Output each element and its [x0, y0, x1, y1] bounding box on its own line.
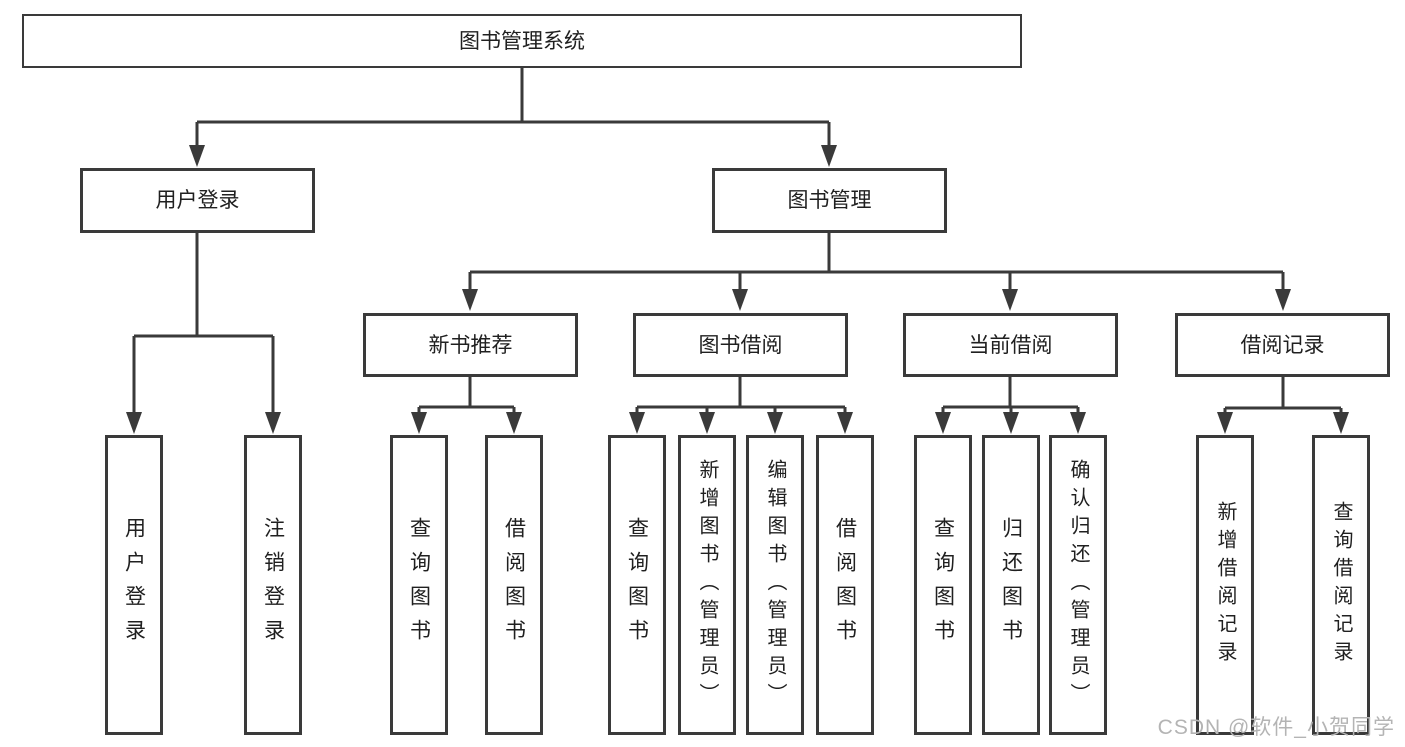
node-label: 新书推荐: [428, 333, 513, 357]
arrowhead: [837, 412, 853, 434]
leaf-query-books-borrowing: 查询图书: [608, 435, 666, 735]
leaf-edit-books-admin: 编辑图书（管理员）: [746, 435, 804, 735]
arrowhead: [821, 145, 837, 167]
arrowhead: [189, 145, 205, 167]
arrowhead: [265, 412, 281, 434]
arrowhead: [1275, 289, 1291, 311]
arrowhead: [1070, 412, 1086, 434]
node-label: 借阅图书: [833, 517, 857, 653]
leaf-confirm-return-admin: 确认归还（管理员）: [1049, 435, 1107, 735]
arrowhead: [629, 412, 645, 434]
node-label: 确认归还（管理员）: [1067, 459, 1089, 711]
node-label: 新增图书（管理员）: [696, 459, 718, 711]
leaf-user-login: 用户登录: [105, 435, 163, 735]
arrowhead: [1003, 412, 1019, 434]
node-label: 查询图书: [625, 517, 649, 653]
node-label: 图书管理系统: [459, 29, 585, 53]
arrowhead: [935, 412, 951, 434]
node-label: 借阅记录: [1240, 333, 1325, 357]
arrowhead: [732, 289, 748, 311]
leaf-add-books-admin: 新增图书（管理员）: [678, 435, 736, 735]
node-label: 查询借阅记录: [1330, 501, 1352, 669]
leaf-borrow-books-borrowing: 借阅图书: [816, 435, 874, 735]
node-label: 借阅图书: [502, 517, 526, 653]
node-borrow-records: 借阅记录: [1175, 313, 1390, 377]
node-label: 归还图书: [999, 517, 1023, 653]
node-book-borrowing: 图书借阅: [633, 313, 848, 377]
leaf-return-books: 归还图书: [982, 435, 1040, 735]
node-user-login: 用户登录: [80, 168, 315, 233]
arrowhead: [506, 412, 522, 434]
node-label: 查询图书: [931, 517, 955, 653]
node-label: 注销登录: [261, 517, 285, 653]
node-label: 查询图书: [407, 517, 431, 653]
node-label: 图书借阅: [698, 333, 783, 357]
leaf-logout: 注销登录: [244, 435, 302, 735]
node-label: 用户登录: [122, 517, 146, 653]
node-book-management: 图书管理: [712, 168, 947, 233]
arrowhead: [1333, 412, 1349, 434]
csdn-watermark: CSDN @软件_小贺同学: [1157, 716, 1395, 739]
node-label: 新增借阅记录: [1214, 501, 1236, 669]
arrowhead: [1217, 412, 1233, 434]
node-current-borrowing: 当前借阅: [903, 313, 1118, 377]
node-label: 编辑图书（管理员）: [764, 459, 786, 711]
leaf-add-borrow-record: 新增借阅记录: [1196, 435, 1254, 735]
leaf-borrow-books-newbook: 借阅图书: [485, 435, 543, 735]
node-new-book-recommend: 新书推荐: [363, 313, 578, 377]
node-label: 用户登录: [155, 189, 240, 212]
arrowhead: [699, 412, 715, 434]
node-label: 当前借阅: [968, 333, 1053, 357]
arrowhead: [767, 412, 783, 434]
arrowhead: [1002, 289, 1018, 311]
node-label: 图书管理: [787, 189, 872, 212]
arrowhead: [462, 289, 478, 311]
leaf-query-books-current: 查询图书: [914, 435, 972, 735]
arrowhead: [411, 412, 427, 434]
node-library-management-system: 图书管理系统: [22, 14, 1022, 68]
leaf-query-books-newbook: 查询图书: [390, 435, 448, 735]
arrowhead: [126, 412, 142, 434]
leaf-query-borrow-record: 查询借阅记录: [1312, 435, 1370, 735]
